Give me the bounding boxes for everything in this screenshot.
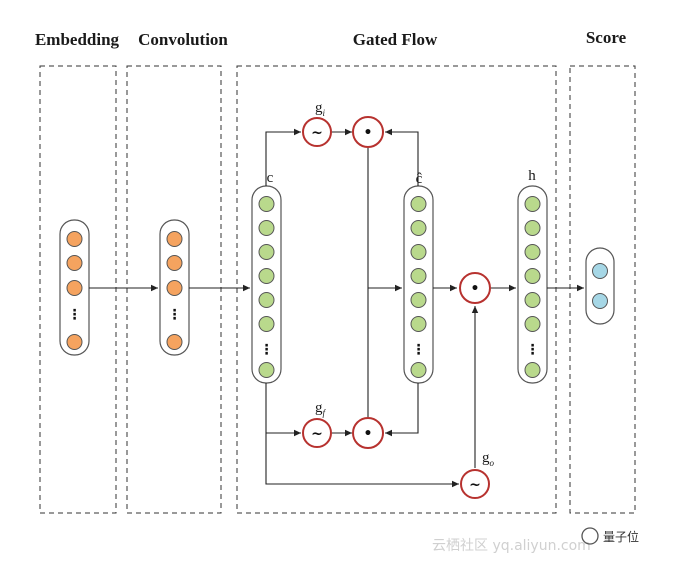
- h-node: [524, 362, 541, 378]
- c-hat-node: [410, 220, 427, 236]
- h-node: [524, 196, 541, 212]
- c-hat-to-input-multiply-arrow: [385, 128, 419, 186]
- score-node: [592, 263, 608, 279]
- section-title-gated-flow: Gated Flow: [353, 30, 438, 49]
- forget-multiply-node: •: [352, 417, 384, 449]
- embedding-node: [66, 280, 83, 296]
- h-ellipsis: ⋮: [526, 342, 540, 358]
- h-node: [524, 316, 541, 332]
- c-to-input-gate-arrow: [265, 128, 301, 186]
- c-hat-node: [410, 196, 427, 212]
- h-node: [524, 220, 541, 236]
- embedding-node: [66, 231, 83, 247]
- c-node: [258, 362, 275, 378]
- score-section-box: [569, 65, 636, 514]
- section-title-convolution: Convolution: [138, 30, 228, 49]
- c-nodes: [258, 196, 275, 378]
- embedding-node: [66, 334, 83, 350]
- multiply-icon: •: [364, 426, 373, 442]
- embedding-section-box: [39, 65, 117, 514]
- embedding-ellipsis: ⋮: [68, 307, 82, 323]
- sigmoid-icon: ~: [311, 125, 323, 141]
- forget-gate-label: gf: [315, 400, 327, 418]
- score-vector: [585, 247, 615, 325]
- c-hat-node: [410, 292, 427, 308]
- input-gate: ~: [302, 117, 332, 147]
- c-node: [258, 244, 275, 260]
- multiply-icon: •: [364, 125, 373, 141]
- input-multiply-node: •: [352, 116, 384, 148]
- score-node: [592, 293, 608, 309]
- h-nodes: [524, 196, 541, 378]
- convolution-ellipsis: ⋮: [168, 307, 182, 323]
- multiply-icon: •: [471, 281, 480, 297]
- c-ellipsis: ⋮: [260, 342, 274, 358]
- convolution-nodes: [166, 231, 183, 350]
- convolution-node: [166, 280, 183, 296]
- embedding-nodes: [66, 231, 83, 350]
- gated-flow-section-box: [236, 65, 557, 514]
- convolution-node: [166, 231, 183, 247]
- section-title-embedding: Embedding: [35, 30, 120, 49]
- convolution-section-box: [126, 65, 222, 514]
- brand-logo-icon: [581, 527, 599, 545]
- watermark-logo: 量子位: [581, 527, 639, 545]
- output-gate-label: go: [482, 450, 495, 468]
- section-title-score: Score: [586, 28, 627, 47]
- c-hat-node: [410, 268, 427, 284]
- c-hat-label: ĉ: [416, 171, 423, 187]
- score-nodes: [592, 263, 608, 309]
- h-label: h: [528, 168, 536, 184]
- convolution-node: [166, 255, 183, 271]
- forget-gate: ~: [302, 418, 332, 448]
- watermark-brand: 量子位: [603, 529, 639, 544]
- sigmoid-icon: ~: [469, 477, 481, 493]
- sigmoid-icon: ~: [311, 426, 323, 442]
- c-hat-node: [410, 316, 427, 332]
- output-multiply-node: •: [459, 272, 491, 304]
- h-node: [524, 292, 541, 308]
- c-to-output-gate-arrow: [265, 383, 459, 488]
- c-node: [258, 220, 275, 236]
- watermark-site: 云栖社区 yq.aliyun.com: [432, 538, 591, 554]
- output-gate: ~: [460, 469, 490, 499]
- c-node: [258, 196, 275, 212]
- h-node: [524, 244, 541, 260]
- c-hat-node: [410, 362, 427, 378]
- input-gate-label: gi: [315, 100, 326, 118]
- c-label: c: [267, 170, 274, 186]
- c-node: [258, 268, 275, 284]
- c-hat-to-forget-multiply-arrow: [385, 383, 419, 437]
- c-hat-node: [410, 244, 427, 260]
- c-hat-ellipsis: ⋮: [412, 342, 426, 358]
- c-node: [258, 292, 275, 308]
- c-hat-nodes: [410, 196, 427, 378]
- h-vector: [517, 185, 548, 384]
- h-node: [524, 268, 541, 284]
- c-node: [258, 316, 275, 332]
- embedding-node: [66, 255, 83, 271]
- convolution-node: [166, 334, 183, 350]
